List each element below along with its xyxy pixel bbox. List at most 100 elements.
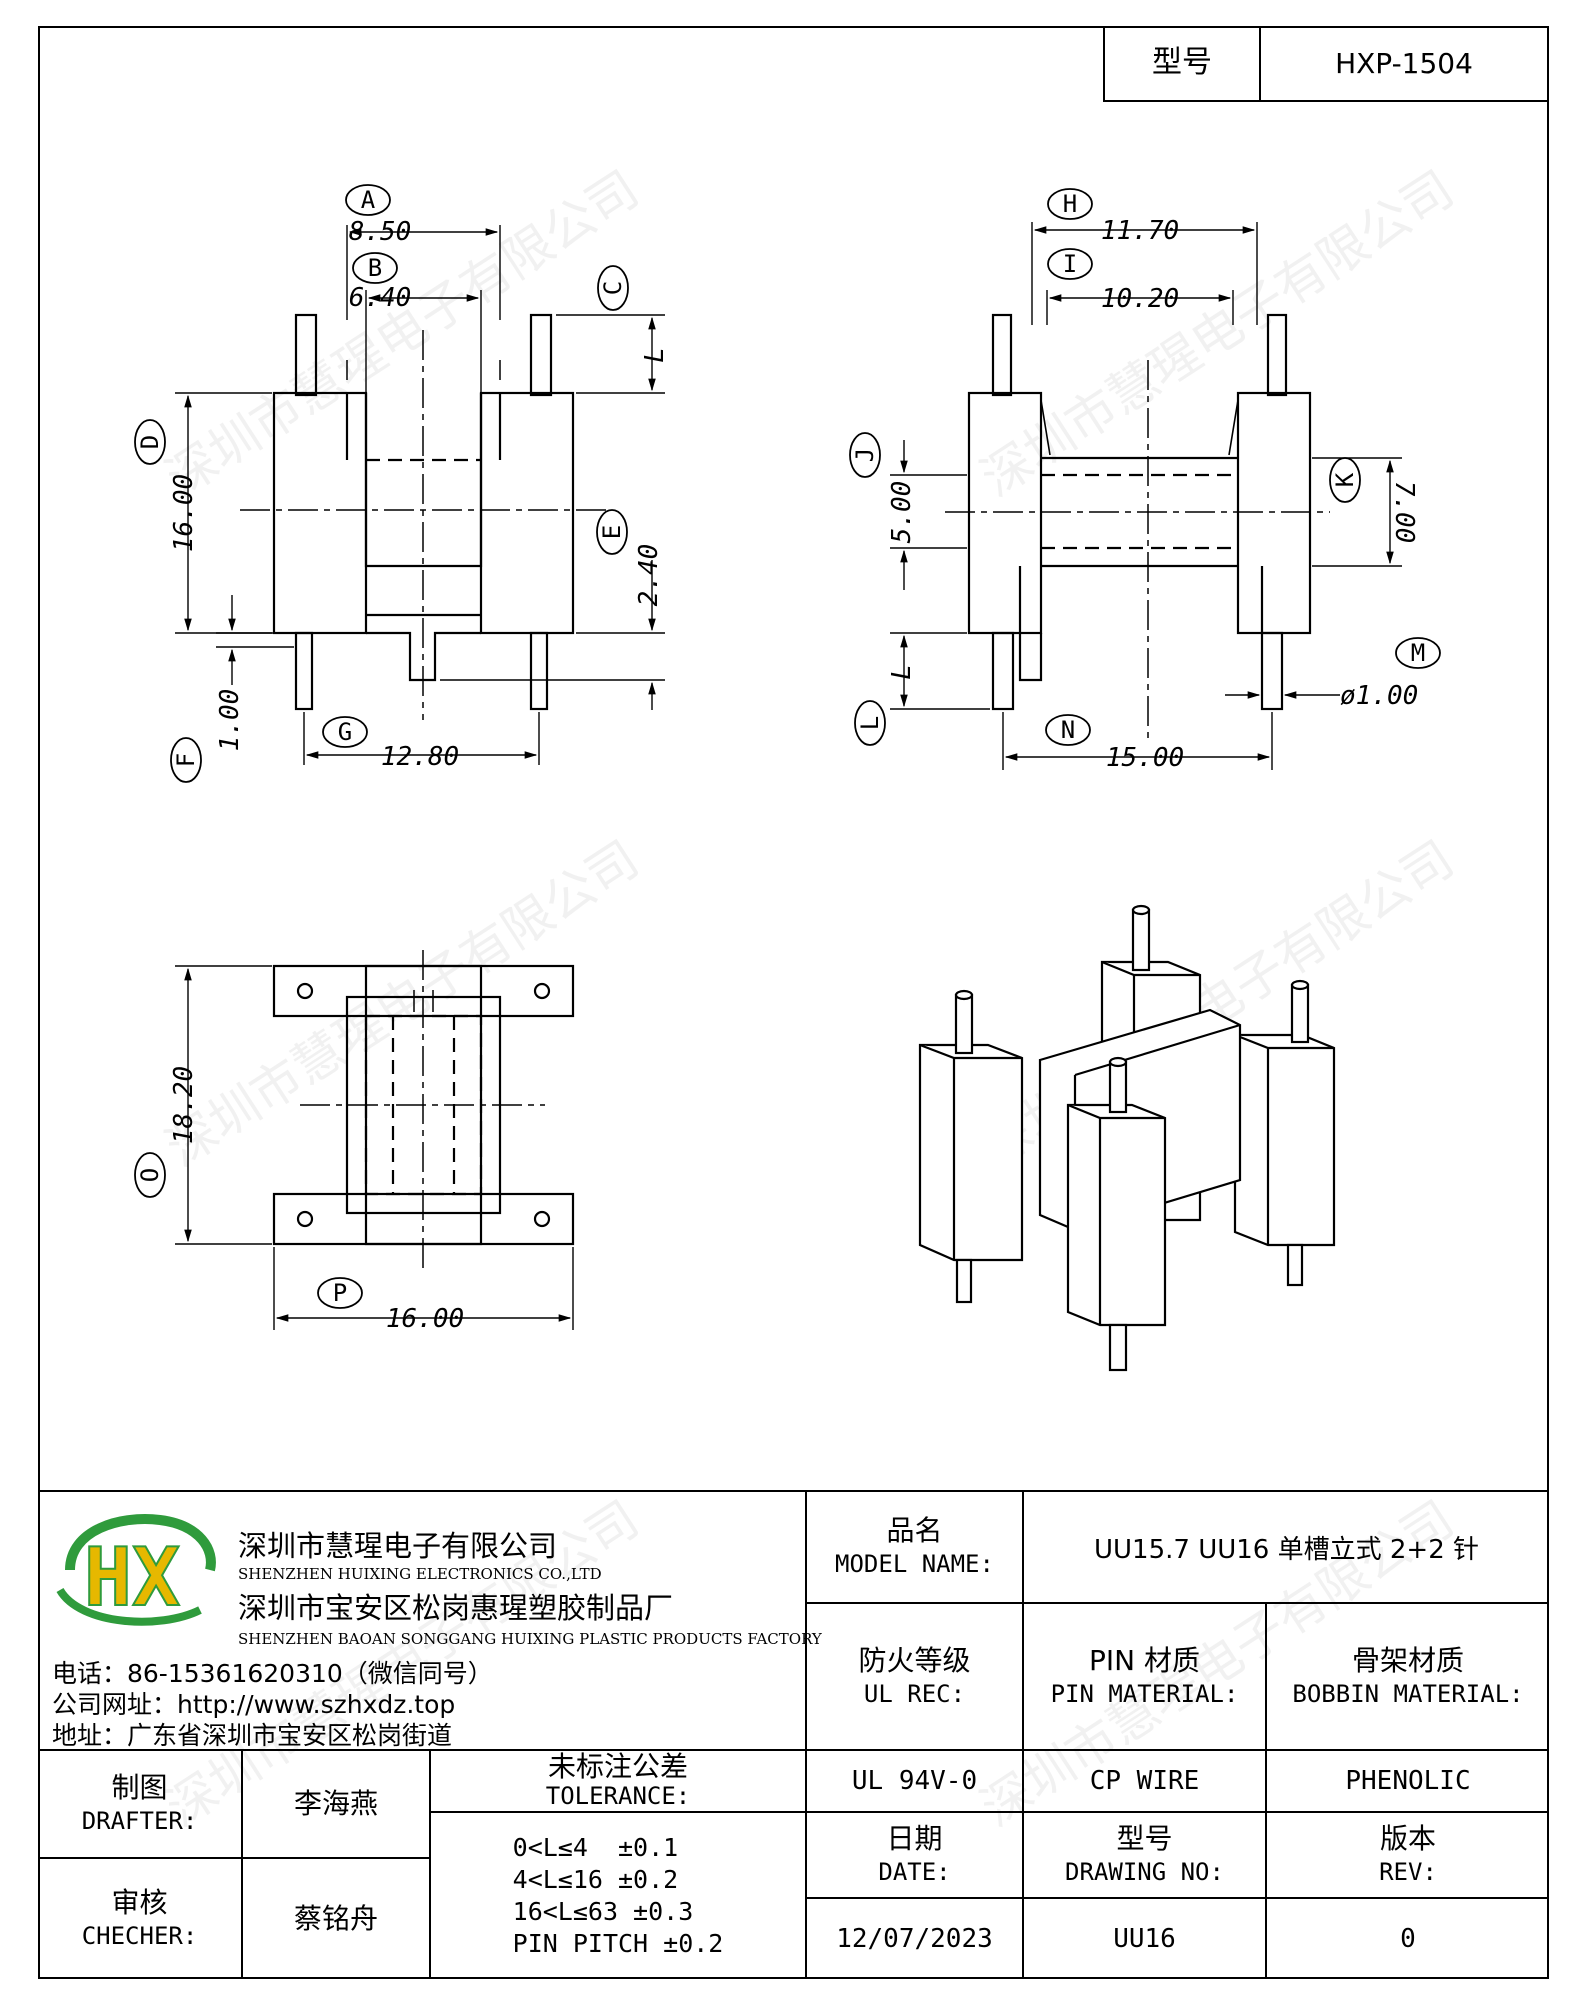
rev-value: 0 [1400, 1924, 1416, 1954]
tb-line-3 [430, 1811, 1549, 1813]
date-value: 12/07/2023 [836, 1924, 993, 1954]
factory-name-en: SHENZHEN BAOAN SONGGANG HUIXING PLASTIC … [238, 1630, 822, 1648]
company-logo: HX [56, 1514, 216, 1626]
tb-line-2 [38, 1749, 1549, 1751]
dim-a-value: 8.50 [349, 217, 412, 247]
tb-line-5 [805, 1897, 1549, 1899]
svg-text:O: O [136, 1168, 164, 1182]
tb-vline-4 [241, 1749, 243, 1979]
bubble-d: D [134, 419, 166, 465]
svg-text:K: K [1331, 472, 1359, 487]
bubble-i: I [1047, 248, 1093, 280]
factory-name-cn: 深圳市宝安区松岗惠瑆塑胶制品厂 [238, 1591, 674, 1625]
svg-text:N: N [1061, 716, 1075, 744]
pin-material-value: CP WIRE [1089, 1766, 1200, 1796]
svg-text:M: M [1411, 639, 1425, 667]
dim-f-value: 1.00 [215, 689, 245, 752]
tb-vline-1 [805, 1490, 807, 1979]
rev-label: 版本 REV: [1379, 1822, 1437, 1886]
dim-d-value: 16.00 [169, 474, 199, 552]
drawing-no-value: UU16 [1113, 1924, 1176, 1954]
header-model-label-cell: 型号 [1103, 26, 1261, 102]
bubble-a: A [345, 184, 391, 216]
company-name-cn: 深圳市慧瑆电子有限公司 [238, 1529, 558, 1563]
dim-b-value: 6.40 [349, 283, 412, 313]
dim-g-value: 12.80 [381, 742, 459, 772]
header-model-label: 型号 [1152, 45, 1212, 80]
tolerance-label: 未标注公差 TOLERANCE: [545, 1750, 691, 1811]
dim-e-value: 2.40 [634, 544, 664, 607]
svg-text:F: F [172, 753, 200, 767]
tb-line-1 [805, 1602, 1549, 1604]
checker-label: 审核 CHECHER: [81, 1886, 198, 1950]
company-name-en: SHENZHEN HUIXING ELECTRONICS CO.,LTD [238, 1565, 602, 1583]
pin-material-label: PIN 材质 PIN MATERIAL: [1050, 1643, 1239, 1708]
bubble-f: F [170, 737, 202, 783]
tb-vline-2 [1022, 1490, 1024, 1979]
tb-vline-5 [429, 1749, 431, 1979]
svg-text:L: L [856, 716, 884, 730]
bobbin-material-label: 骨架材质 BOBBIN MATERIAL: [1292, 1643, 1524, 1708]
technical-drawing: 8.50 6.40 L 16.00 2.40 1.00 12.80 11.70 … [134, 184, 1441, 1372]
bubble-b: B [352, 252, 398, 284]
front-view [175, 225, 665, 765]
svg-text:H: H [1063, 190, 1077, 218]
tolerance-values: 0<L≤4 ±0.1 4<L≤16 ±0.2 16<L≤63 ±0.3 PIN … [431, 1813, 805, 1979]
dim-j-value: 5.00 [887, 481, 917, 544]
svg-text:C: C [599, 281, 627, 295]
dim-front-l-value: L [640, 347, 670, 363]
tolerance-line: 4<L≤16 ±0.2 [512, 1865, 679, 1894]
header-model-value: HXP-1504 [1335, 46, 1473, 80]
bubble-e: E [596, 509, 628, 555]
model-name-value: UU15.7 UU16 单槽立式 2+2 针 [1093, 1534, 1480, 1565]
dim-h-value: 11.70 [1101, 216, 1179, 246]
company-website: 公司网址：http://www.szhxdz.top [52, 1690, 456, 1719]
bobbin-material-value: PHENOLIC [1345, 1766, 1471, 1796]
bubble-h: H [1047, 188, 1093, 220]
tolerance-line: PIN PITCH ±0.2 [512, 1929, 724, 1958]
dim-p-value: 16.00 [386, 1304, 464, 1334]
tb-line-4 [38, 1857, 430, 1859]
drafter-value: 李海燕 [293, 1787, 378, 1820]
tb-line-top [38, 1490, 1549, 1492]
svg-text:B: B [368, 254, 382, 282]
dim-k-value: 7.00 [1389, 481, 1419, 544]
side-view [890, 222, 1402, 770]
drafter-label: 制图 DRAFTER: [81, 1771, 198, 1835]
date-label: 日期 DATE: [878, 1822, 951, 1886]
tb-vline-3 [1265, 1602, 1267, 1979]
dim-n-value: 15.00 [1106, 743, 1184, 773]
company-address: 地址：广东省深圳市宝安区松岗街道 [52, 1721, 453, 1750]
svg-text:P: P [333, 1279, 347, 1307]
model-name-label: 品名 MODEL NAME: [835, 1514, 994, 1578]
bubble-k: K [1329, 457, 1361, 503]
dim-o-value: 18.20 [169, 1066, 199, 1144]
svg-text:D: D [136, 435, 164, 449]
bubble-l: L [854, 700, 886, 746]
dim-side-l-value: L [887, 664, 917, 680]
header-model-value-cell: HXP-1504 [1259, 26, 1549, 102]
top-view [175, 950, 575, 1330]
checker-value: 蔡铭舟 [293, 1902, 378, 1935]
bubble-p: P [317, 1277, 363, 1309]
bubble-n: N [1045, 714, 1091, 746]
bubble-g: G [322, 716, 368, 748]
dim-m-value: ø1.00 [1340, 681, 1418, 711]
isometric-view [918, 904, 1336, 1372]
tolerance-line: 16<L≤63 ±0.3 [512, 1897, 694, 1926]
svg-text:J: J [851, 448, 879, 462]
dim-i-value: 10.20 [1101, 284, 1179, 314]
bubble-j: J [849, 432, 881, 478]
bubble-m: M [1395, 637, 1441, 669]
svg-text:I: I [1063, 250, 1077, 278]
bubble-o: O [134, 1152, 166, 1198]
svg-text:E: E [598, 525, 626, 539]
svg-text:G: G [338, 718, 352, 746]
drawing-frame [38, 26, 1549, 1979]
drawing-no-label: 型号 DRAWING NO: [1065, 1822, 1224, 1886]
tolerance-line: 0<L≤4 ±0.1 [512, 1833, 679, 1862]
bubble-c: C [597, 265, 629, 311]
ul-rec-value: UL 94V-0 [851, 1766, 978, 1796]
svg-text:A: A [361, 186, 376, 214]
company-logo-letters: HX [84, 1531, 180, 1624]
